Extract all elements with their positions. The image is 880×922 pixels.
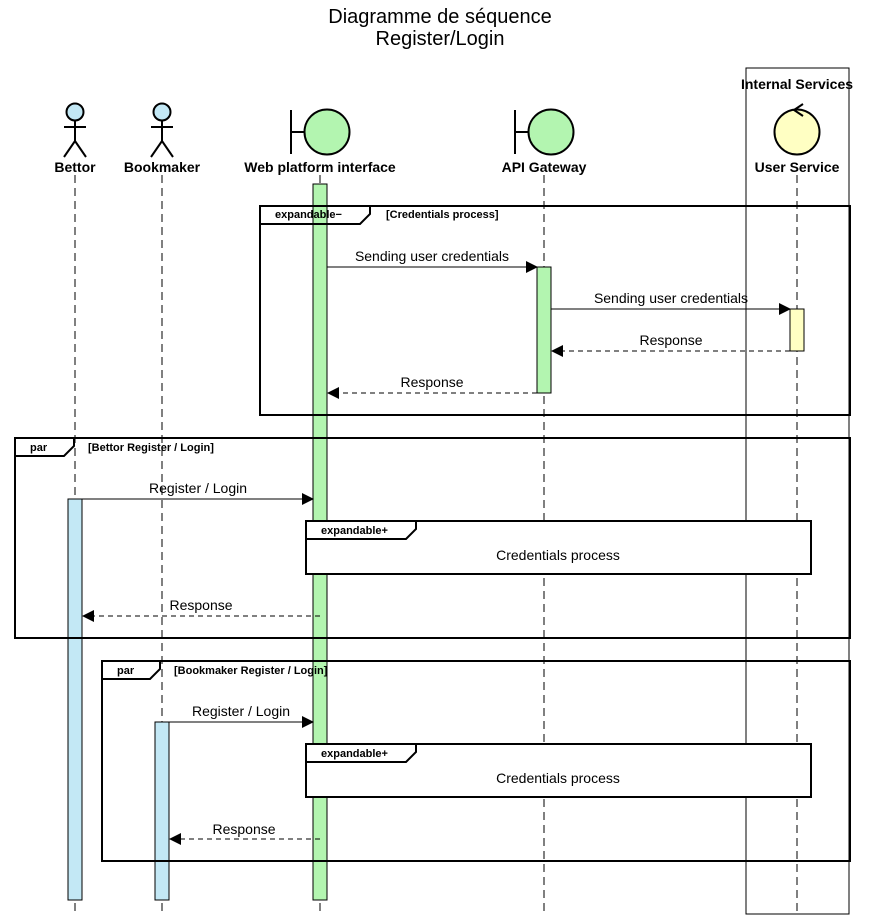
message-label-4: Response <box>400 374 463 390</box>
bettor-par-fragment <box>14 437 851 639</box>
bettor-par-guard: [Bettor Register / Login] <box>88 442 214 454</box>
activation-bookmaker <box>154 721 170 901</box>
message-label-2: Sending user credentials <box>594 290 748 306</box>
bettor-par-operator: par <box>30 442 48 454</box>
participant-user-service: User Service <box>755 159 840 175</box>
bettor-actor-icon <box>63 102 87 158</box>
message-label-8: Response <box>212 821 275 837</box>
web-platform-boundary-icon <box>290 108 351 156</box>
diagram-subtitle: Register/Login <box>376 28 505 50</box>
collapsed-fragment-1-operator[interactable]: expandable+ <box>321 525 388 537</box>
message-label-1: Sending user credentials <box>355 248 509 264</box>
message-label-3: Response <box>639 332 702 348</box>
internal-services-label: Internal Services <box>741 76 853 92</box>
message-label-7: Register / Login <box>192 703 290 719</box>
api-gateway-boundary-icon <box>514 108 575 156</box>
activation-user-service <box>789 308 805 352</box>
participant-api-gateway: API Gateway <box>502 159 587 175</box>
collapsed-fragment-1-body: Credentials process <box>496 547 620 563</box>
credentials-fragment-guard: [Credentials process] <box>386 209 499 221</box>
bookmaker-par-guard: [Bookmaker Register / Login] <box>174 665 328 677</box>
credentials-fragment <box>259 205 851 416</box>
participant-web-platform: Web platform interface <box>244 159 396 175</box>
collapsed-fragment-2-operator[interactable]: expandable+ <box>321 748 388 760</box>
activation-api-gateway <box>536 266 552 394</box>
credentials-fragment-operator[interactable]: expandable− <box>275 209 342 221</box>
activation-bettor <box>67 498 83 901</box>
collapsed-credentials-fragment-2[interactable] <box>305 743 812 798</box>
bookmaker-par-operator: par <box>117 665 135 677</box>
collapsed-credentials-fragment-1[interactable] <box>305 520 812 575</box>
user-service-control-icon <box>773 103 821 156</box>
participant-bettor: Bettor <box>54 159 96 175</box>
message-label-5: Register / Login <box>149 480 247 496</box>
bookmaker-par-fragment <box>101 660 851 862</box>
diagram-title: Diagramme de séquence <box>328 6 551 28</box>
collapsed-fragment-2-body: Credentials process <box>496 770 620 786</box>
participant-bookmaker: Bookmaker <box>124 159 201 175</box>
message-label-6: Response <box>169 597 232 613</box>
bookmaker-actor-icon <box>150 102 174 158</box>
